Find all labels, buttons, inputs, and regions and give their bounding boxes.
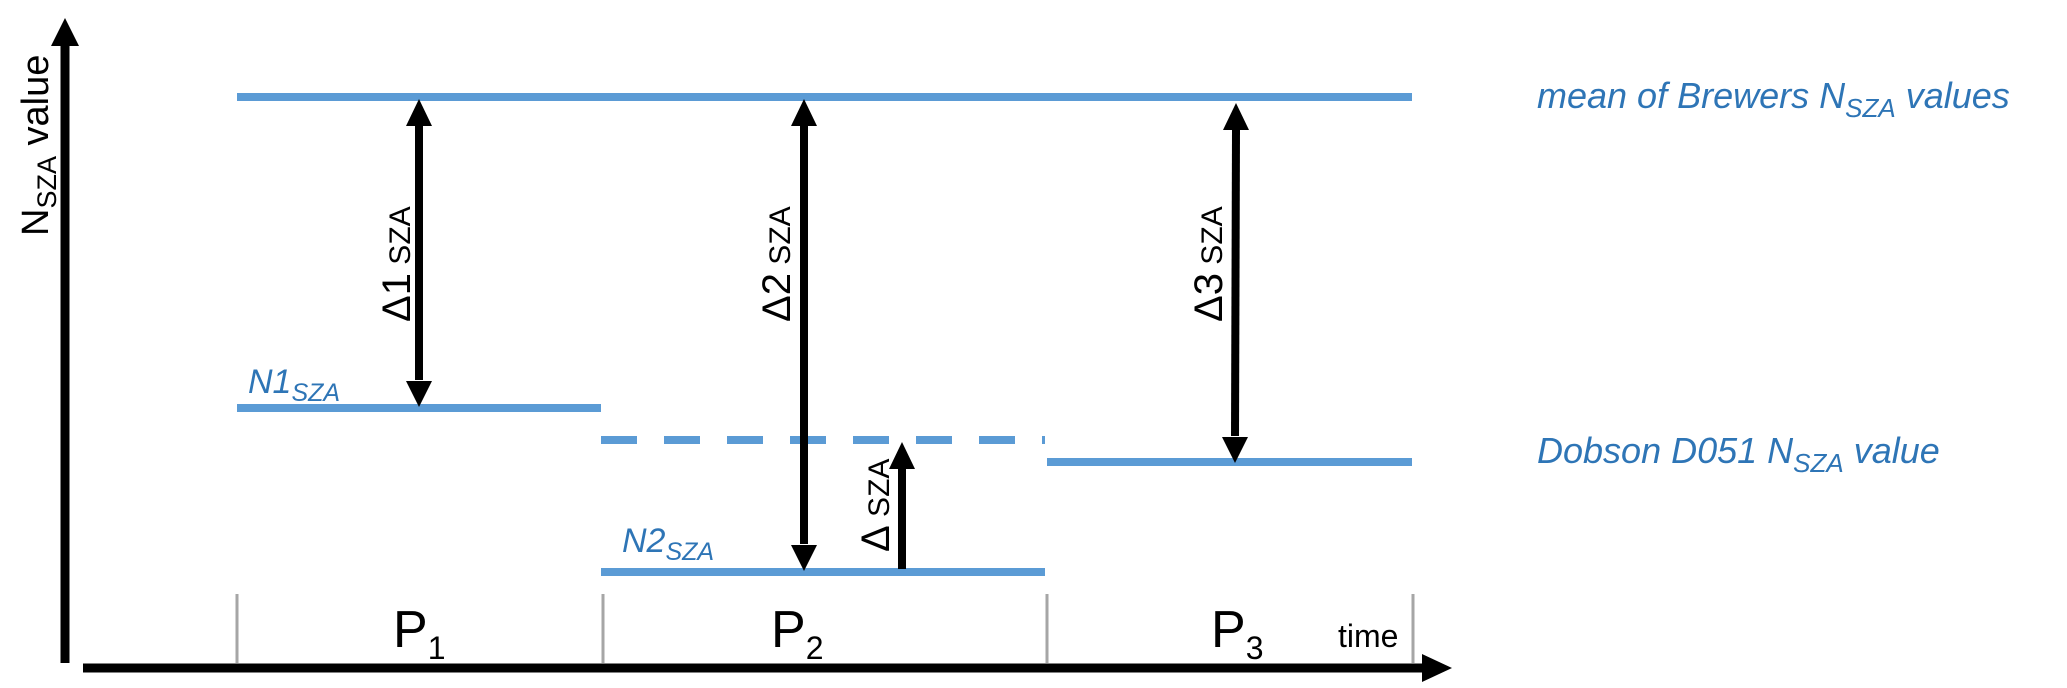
- period-label-p3: P3: [1211, 601, 1263, 666]
- period-label-p1: P1: [393, 601, 445, 666]
- period-ticks: [235, 594, 1415, 663]
- delta1-label: Δ1 SZA: [375, 206, 419, 322]
- n1-label: N1SZA: [248, 363, 340, 407]
- delta-arrowhead-up: [889, 442, 915, 469]
- delta2-arrowhead-up: [791, 99, 817, 126]
- delta-label: Δ SZA: [854, 459, 898, 552]
- n2-label: N2SZA: [622, 522, 714, 566]
- dobson-label: Dobson D051 NSZA value: [1537, 430, 1940, 478]
- delta3-arrowhead-down: [1222, 437, 1248, 463]
- delta3-arrowhead-up: [1223, 103, 1249, 130]
- period-label-p2: P2: [771, 601, 823, 666]
- brewer-mean-label: mean of Brewers NSZA values: [1537, 75, 2010, 123]
- y-axis-arrowhead: [51, 18, 79, 46]
- delta3-arrow: [1231, 129, 1240, 437]
- delta2-label: Δ2 SZA: [755, 206, 799, 322]
- y-axis-label: NSZA value: [15, 55, 62, 236]
- x-axis-label: time: [1338, 618, 1398, 654]
- delta2-arrowhead-down: [791, 545, 817, 571]
- delta1-arrowhead-down: [406, 381, 432, 407]
- delta1-arrowhead-up: [406, 99, 432, 126]
- delta3-label: Δ3 SZA: [1187, 206, 1231, 322]
- x-axis-arrowhead: [1422, 654, 1452, 682]
